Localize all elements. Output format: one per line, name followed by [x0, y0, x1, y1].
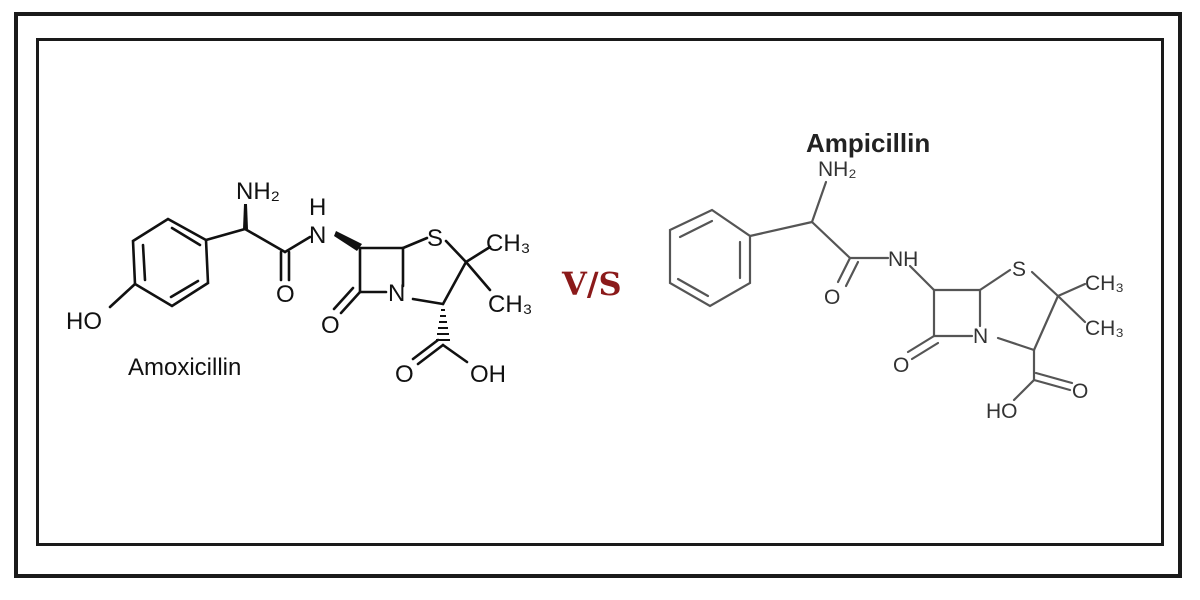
lactam-co-bond: [332, 286, 355, 311]
amoxicillin-ho-label: HO: [66, 308, 102, 335]
thiazolidine-bond: [444, 239, 468, 264]
methyl-bond: [1056, 282, 1087, 298]
lactam-co-bond: [910, 341, 940, 361]
amoxicillin-lactam-o-label: O: [321, 312, 340, 339]
ampicillin-lactam-o-label: O: [893, 354, 909, 377]
outer-frame: [14, 12, 1182, 578]
ampicillin-acid-o-label: O: [1072, 380, 1088, 403]
benzene-double-bond: [170, 226, 202, 247]
benzene-double-bond: [141, 243, 147, 282]
ring-alpha-bond: [748, 220, 814, 238]
amoxicillin-amide-o-label: O: [276, 281, 295, 308]
nh2-wedge-bond: [243, 204, 248, 229]
cooh-ho-bond: [1012, 378, 1036, 402]
thiazolidine-bond: [1032, 294, 1060, 352]
amoxicillin-s-label: S: [427, 225, 443, 252]
methyl-bond: [464, 245, 492, 264]
benzene-double-bond: [676, 277, 710, 298]
amide-co-bond: [844, 260, 860, 288]
alpha-carbonyl-bond: [243, 227, 287, 254]
cooh-hash-bond: [436, 309, 450, 341]
thiazolidine-bond: [996, 336, 1036, 352]
amoxicillin-h-label: H: [309, 194, 326, 221]
ampicillin-nh-label: NH: [888, 248, 918, 271]
amoxicillin-structure: NH₂ H N S CH₃ CH₃ O O N HO O OH Amoxicil…: [66, 178, 532, 388]
cooh-co-bond: [1034, 371, 1074, 385]
amoxicillin-ch3-bottom-label: CH₃: [488, 291, 532, 318]
benzene-double-bond: [678, 219, 714, 239]
ho-bond: [108, 282, 137, 309]
ampicillin-ch3-top-label: CH₃: [1085, 272, 1124, 295]
thiazolidine-bond: [401, 236, 429, 250]
amoxicillin-acid-o-label: O: [395, 361, 414, 388]
benzene-double-bond: [169, 279, 200, 299]
ampicillin-ch3-bottom-label: CH₃: [1085, 317, 1124, 340]
amoxicillin-name: Amoxicillin: [128, 354, 241, 381]
ampicillin-ho-label: HO: [986, 400, 1018, 423]
ampicillin-name: Ampicillin: [806, 128, 930, 158]
carbonyl-n-bond: [283, 235, 312, 254]
n-wedge-bond: [334, 231, 362, 251]
cooh-co-bond: [416, 343, 445, 366]
ampicillin-nh2-label: NH₂: [818, 158, 856, 181]
thiazolidine-bond: [1030, 270, 1060, 298]
versus-separator: V/S: [561, 265, 622, 303]
amoxicillin-n-amide-label: N: [309, 222, 326, 249]
amide-co-bond: [836, 256, 852, 284]
methyl-bond: [1056, 294, 1087, 324]
lactam-co-bond: [339, 290, 362, 315]
ring-alpha-bond: [204, 227, 247, 242]
ampicillin-benzene-ring: [668, 208, 752, 308]
ampicillin-s-label: S: [1012, 258, 1026, 281]
cooh-co-bond: [411, 338, 440, 361]
methyl-bond: [464, 260, 492, 292]
inner-frame: [36, 38, 1164, 546]
amoxicillin-nh2-label: NH₂: [236, 178, 280, 205]
thiazolidine-bond: [441, 260, 468, 306]
ampicillin-structure: Ampicillin NH₂ NH S CH₃ CH₃ O O N HO O: [668, 128, 1124, 423]
nh2-bond: [810, 180, 828, 224]
cooh-co-bond: [1032, 378, 1072, 392]
amoxicillin-ring-n-label: N: [388, 280, 405, 307]
cooh-oh-bond: [441, 343, 469, 364]
thiazolidine-bond: [978, 268, 1012, 292]
alpha-carbonyl-bond: [810, 220, 852, 260]
nh-ring-bond: [908, 264, 936, 292]
amoxicillin-oh-label: OH: [470, 361, 506, 388]
lactam-co-bond: [906, 334, 936, 354]
ampicillin-ring-n-label: N: [973, 325, 988, 348]
amoxicillin-ch3-top-label: CH₃: [486, 230, 530, 257]
ampicillin-amide-o-label: O: [824, 286, 840, 309]
thiazolidine-bond: [411, 297, 445, 306]
